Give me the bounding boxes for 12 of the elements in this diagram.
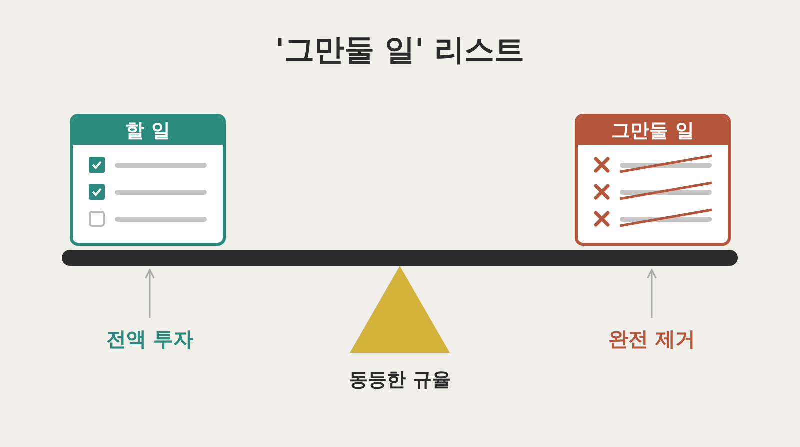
- fulcrum-caption: 동등한 규율: [348, 368, 452, 393]
- card-title: 그만둘 일: [578, 117, 728, 145]
- checklist-card: [575, 114, 731, 246]
- card-title: 할 일: [73, 117, 223, 145]
- title: '그만둘 일' 리스트: [274, 32, 526, 70]
- label: 전액 투자: [90, 326, 210, 356]
- fulcrum-triangle: [350, 266, 450, 353]
- arrow: [145, 269, 155, 318]
- arrow: [647, 269, 657, 318]
- label: 완전 제거: [592, 326, 712, 356]
- checklist-card: [70, 114, 226, 246]
- balance-beam: [62, 250, 738, 266]
